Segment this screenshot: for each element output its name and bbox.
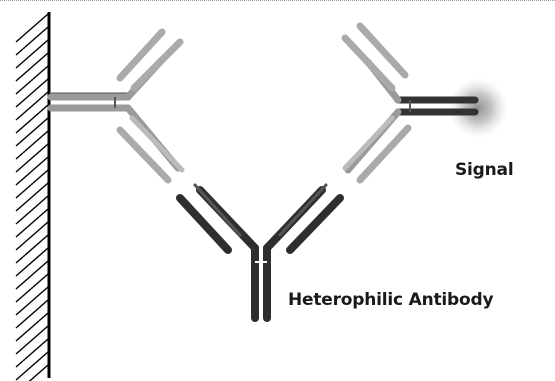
detection-light-arm-lower-1: [356, 124, 412, 184]
hatch-mark: [15, 104, 49, 134]
hatch-mark: [15, 130, 49, 160]
hatch-mark: [15, 169, 49, 199]
hatch-mark: [28, 364, 49, 381]
hatch-mark: [15, 312, 49, 342]
hatch-mark: [15, 273, 49, 303]
capture-antibody-left: [47, 28, 185, 184]
heterophilic-antibody-label: Heterophilic Antibody: [288, 290, 494, 310]
top-border-rule: [0, 0, 555, 1]
hetero-light-arm-right-1: [286, 194, 344, 254]
hatch-mark: [15, 182, 49, 212]
detection-light-arm-lower-2: [342, 115, 395, 171]
hetero-light-arm-left-2: [193, 183, 242, 237]
hatch-mark: [15, 338, 49, 368]
hetero-light-arm-left-1: [176, 194, 232, 254]
signal-label: Signal: [455, 160, 514, 180]
hatch-mark: [15, 13, 49, 43]
hatch-mark: [15, 221, 49, 251]
hatch-mark: [15, 65, 49, 95]
hatch-mark: [15, 286, 49, 316]
hatch-mark: [15, 26, 49, 56]
hatch-mark: [15, 91, 49, 121]
hatched-wall-icon: [15, 13, 49, 381]
hatch-mark: [15, 260, 49, 290]
heterophilic-antibody: [176, 183, 344, 322]
detection-light-arm-upper-2: [356, 22, 409, 79]
hatch-mark: [15, 234, 49, 264]
capture-light-arm-upper-2: [130, 38, 184, 92]
glow-halo-icon: [448, 78, 508, 138]
hatch-mark: [15, 247, 49, 277]
solid-surface: [15, 12, 51, 381]
hatch-mark: [15, 52, 49, 82]
detection-light-arm-upper-1: [341, 34, 396, 92]
hatch-mark: [15, 195, 49, 225]
hatch-mark: [15, 351, 49, 381]
capture-light-arm-upper-1: [116, 28, 166, 82]
hatch-mark: [15, 78, 49, 108]
hatch-mark: [15, 117, 49, 147]
hatch-mark: [15, 39, 49, 69]
capture-light-arm-lower-1: [116, 126, 172, 184]
hetero-light-arm-right-2: [278, 183, 328, 237]
hatch-mark: [15, 208, 49, 238]
hatch-mark: [15, 143, 49, 173]
detection-antibody-right: [341, 22, 479, 184]
hatch-mark: [15, 299, 49, 329]
hatch-mark: [15, 325, 49, 355]
hatch-mark: [15, 156, 49, 186]
capture-light-arm-lower-2: [129, 115, 185, 173]
